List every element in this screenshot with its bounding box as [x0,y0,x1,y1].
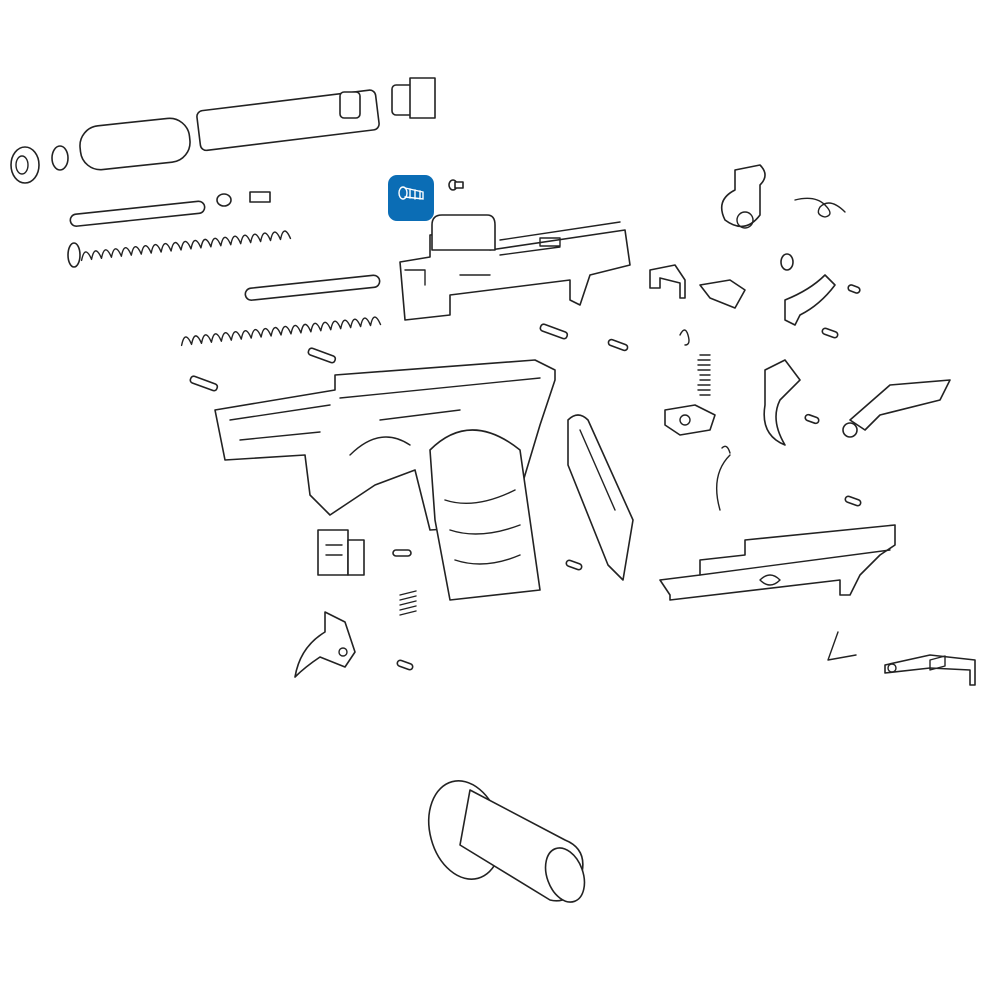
disconnector-part[interactable] [664,404,716,436]
slide-part[interactable] [399,214,631,321]
small-wire-part[interactable] [827,631,857,661]
pin-part[interactable] [821,327,839,339]
trigger-part[interactable] [294,611,356,678]
pin-part[interactable] [844,495,862,507]
pin-part[interactable] [804,413,820,425]
guide-rod-2-part[interactable] [180,274,382,347]
pin-part[interactable] [607,338,629,352]
grip-part[interactable] [429,429,541,601]
trigger-lever-part[interactable] [763,359,801,446]
lever-part[interactable] [784,274,836,326]
guide-rod-part[interactable] [69,191,271,227]
trigger-bar-part[interactable] [842,379,951,438]
rear-chassis-part[interactable] [659,524,896,601]
pin-part[interactable] [565,559,583,571]
ejector-part[interactable] [884,654,976,686]
slide-pin-screw-part[interactable] [388,175,434,221]
small-screw-part[interactable] [448,179,464,191]
pin-part[interactable] [189,375,219,392]
magazine-catch-part[interactable] [317,529,365,576]
screw-icon [398,186,424,200]
pin-part[interactable] [847,284,861,294]
pin-part[interactable] [396,659,414,671]
pin-part[interactable] [780,253,794,271]
hammer-spring-part[interactable] [794,197,846,218]
recoil-spring-part[interactable] [67,230,292,268]
small-spring-part[interactable] [399,329,711,616]
pins [189,253,862,671]
pin-part[interactable] [539,323,569,340]
wire-spring-part[interactable] [716,445,731,511]
pin-part[interactable] [392,549,412,557]
barrel-part[interactable] [196,77,436,152]
pin-part[interactable] [307,347,337,364]
barrel-sleeve-part[interactable] [10,116,192,184]
cleaning-tool-part[interactable] [418,773,591,908]
side-plate-part[interactable] [567,414,634,581]
sear-part[interactable] [649,264,746,309]
hammer-part[interactable] [720,164,766,229]
